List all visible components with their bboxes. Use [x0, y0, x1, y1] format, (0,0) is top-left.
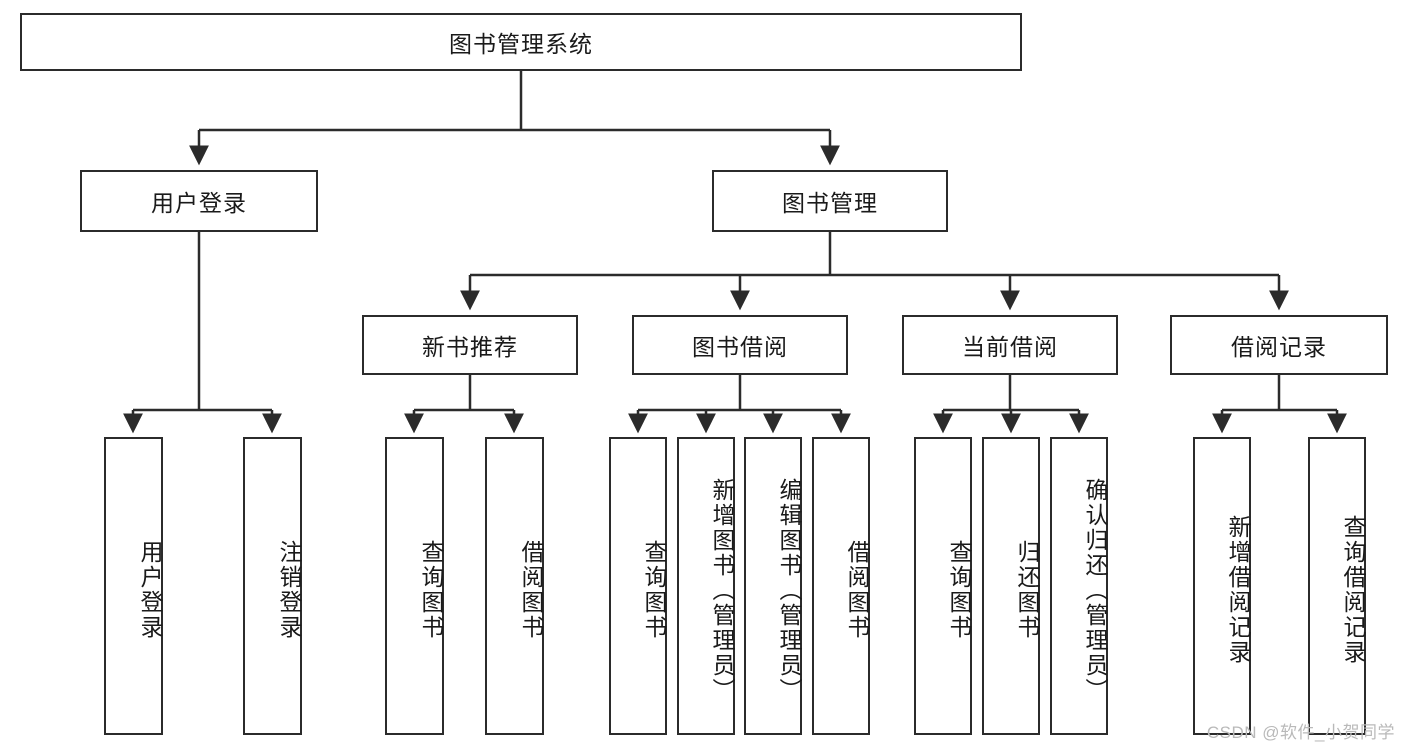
node-label: 用户登录: [151, 190, 247, 216]
node-new-book-recommend[interactable]: 新书推荐: [362, 315, 578, 375]
node-label: 新增借阅记录: [1225, 515, 1251, 665]
node-leaf-book-borrow-edit[interactable]: 编辑图书（管理员）: [744, 437, 802, 735]
node-root-book-management-system[interactable]: 图书管理系统: [20, 13, 1022, 71]
node-label: 图书管理: [782, 190, 878, 216]
node-leaf-new-book-borrow[interactable]: 借阅图书: [485, 437, 544, 735]
node-leaf-current-borrow-confirm-return[interactable]: 确认归还（管理员）: [1050, 437, 1108, 735]
node-leaf-new-book-query[interactable]: 查询图书: [385, 437, 444, 735]
node-label: 图书借阅: [692, 334, 788, 360]
node-label: 确认归还（管理员）: [1082, 477, 1108, 703]
node-label: 借阅图书: [518, 540, 544, 640]
node-book-borrow[interactable]: 图书借阅: [632, 315, 848, 375]
node-label: 当前借阅: [962, 334, 1058, 360]
node-label: 用户登录: [137, 540, 163, 640]
node-label: 借阅记录: [1231, 334, 1327, 360]
node-label: 归还图书: [1014, 540, 1040, 640]
node-label: 借阅图书: [844, 540, 870, 640]
node-label: 新书推荐: [422, 334, 518, 360]
node-label: 新增图书（管理员）: [709, 477, 735, 703]
node-user-login[interactable]: 用户登录: [80, 170, 318, 232]
node-label: 查询图书: [946, 540, 972, 640]
node-leaf-user-login-logout[interactable]: 注销登录: [243, 437, 302, 735]
node-label: 查询借阅记录: [1340, 515, 1366, 665]
node-leaf-borrow-record-query[interactable]: 查询借阅记录: [1308, 437, 1366, 735]
node-leaf-current-borrow-query[interactable]: 查询图书: [914, 437, 972, 735]
node-label: 查询图书: [418, 540, 444, 640]
node-current-borrow[interactable]: 当前借阅: [902, 315, 1118, 375]
node-borrow-record[interactable]: 借阅记录: [1170, 315, 1388, 375]
node-leaf-current-borrow-return[interactable]: 归还图书: [982, 437, 1040, 735]
node-leaf-book-borrow-borrow[interactable]: 借阅图书: [812, 437, 870, 735]
node-leaf-book-borrow-add[interactable]: 新增图书（管理员）: [677, 437, 735, 735]
node-label: 查询图书: [641, 540, 667, 640]
node-book-management[interactable]: 图书管理: [712, 170, 948, 232]
node-label: 编辑图书（管理员）: [776, 477, 802, 703]
node-leaf-borrow-record-add[interactable]: 新增借阅记录: [1193, 437, 1251, 735]
node-label: 图书管理系统: [449, 31, 593, 57]
node-label: 注销登录: [276, 540, 302, 640]
node-leaf-user-login-login[interactable]: 用户登录: [104, 437, 163, 735]
node-leaf-book-borrow-query[interactable]: 查询图书: [609, 437, 667, 735]
